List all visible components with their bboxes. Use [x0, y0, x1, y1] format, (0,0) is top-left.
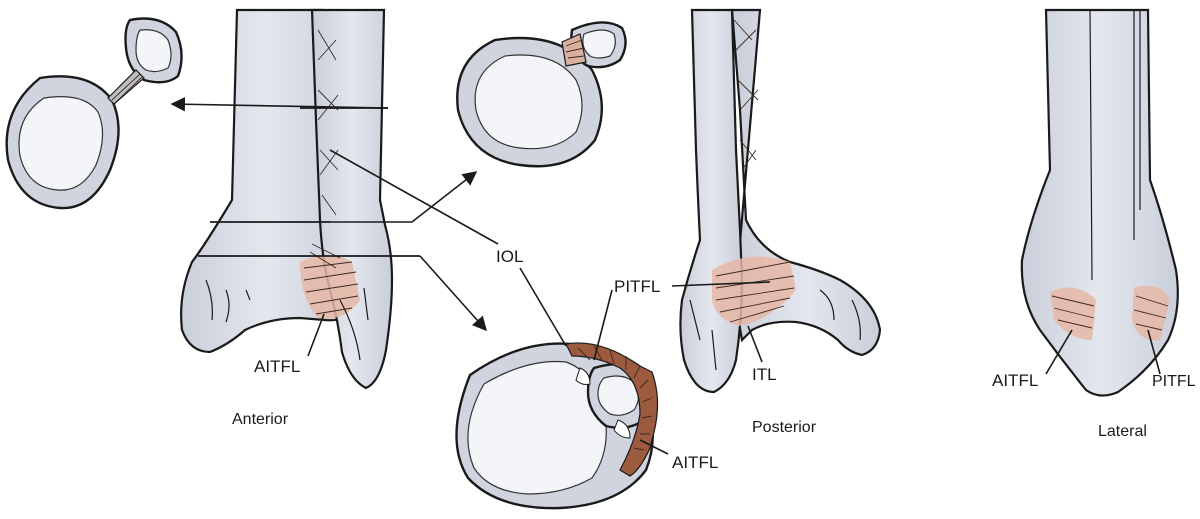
label-aitfl-lateral: AITFL	[992, 371, 1038, 390]
label-iol: IOL	[496, 247, 523, 266]
caption-posterior: Posterior	[752, 419, 817, 436]
lateral-fibres	[1051, 295, 1169, 331]
posterior-view	[679, 8, 882, 394]
label-pitfl-lateral: PITFL	[1152, 373, 1196, 390]
iol-fibres-posterior	[733, 19, 759, 171]
label-aitfl-anterior: AITFL	[254, 357, 300, 376]
aitfl-patch-lateral	[1050, 287, 1096, 340]
caption-lateral: Lateral	[1098, 423, 1147, 440]
cross-section-proximal	[5, 17, 183, 210]
label-itl: ITL	[752, 365, 777, 384]
lateral-view	[1020, 8, 1179, 397]
cross-section-distal	[455, 342, 659, 510]
view-captions: Anterior Posterior Lateral	[232, 411, 1147, 440]
pitfl-patch-lateral	[1132, 285, 1170, 341]
labels: IOL PITFL AITFL AITFL ITL AITFL PITFL	[254, 247, 1196, 472]
caption-anterior: Anterior	[232, 411, 289, 428]
cross-section-middle	[456, 21, 627, 168]
fibula-anterior	[310, 8, 394, 390]
leader-lines	[170, 97, 1161, 455]
label-aitfl-center: AITFL	[672, 453, 718, 472]
label-pitfl-center: PITFL	[614, 277, 660, 296]
anterior-view	[180, 8, 420, 390]
fibula-posterior	[679, 8, 744, 394]
